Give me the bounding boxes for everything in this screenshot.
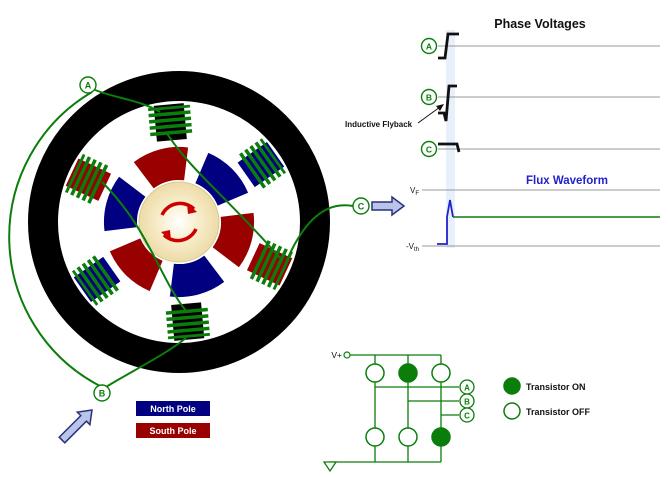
trace-b-label: B bbox=[420, 88, 438, 106]
motor-terminal-b: B bbox=[93, 384, 111, 402]
stator-coil bbox=[71, 255, 119, 306]
svg-text:C: C bbox=[464, 412, 470, 421]
circuit-output-a: A bbox=[459, 379, 475, 395]
flyback-callout-arrowhead bbox=[436, 104, 444, 111]
trace-a-label: A bbox=[420, 37, 438, 55]
waveform-phase-b bbox=[438, 84, 457, 122]
svg-text:B: B bbox=[426, 93, 432, 103]
svg-text:B: B bbox=[464, 398, 470, 407]
rotor-magnet-north bbox=[195, 152, 249, 206]
flux-waveform-panel: Flux Waveform VF -Vth bbox=[406, 175, 660, 253]
rotor-magnet-south bbox=[212, 212, 255, 268]
flyback-callout-line bbox=[417, 106, 441, 124]
transistor-bottom-2-off bbox=[398, 427, 418, 447]
transistor-on-label: Transistor ON bbox=[526, 382, 586, 392]
south-pole-swatch bbox=[136, 423, 210, 438]
motor-terminal-a-label: A bbox=[85, 81, 92, 91]
rotor-magnet-north bbox=[103, 176, 146, 232]
rotor-core bbox=[138, 181, 220, 263]
svg-text:A: A bbox=[464, 384, 470, 393]
commutation-band bbox=[446, 30, 455, 248]
transistor-top-3-off bbox=[431, 363, 451, 383]
stator-tooth bbox=[153, 103, 187, 142]
south-pole-label: South Pole bbox=[150, 426, 197, 436]
transistor-on-swatch bbox=[503, 377, 521, 395]
flux-waveform-title: Flux Waveform bbox=[526, 175, 608, 187]
transistor-top-1-off bbox=[365, 363, 385, 383]
rotor-magnet-south bbox=[133, 146, 189, 189]
circuit-output-b: B bbox=[459, 393, 475, 409]
waveform-phase-c bbox=[438, 142, 461, 153]
stator-tooth bbox=[171, 302, 205, 341]
stator-coil bbox=[147, 104, 193, 137]
rotor-magnet-north bbox=[169, 255, 225, 298]
pointer-arrow-b bbox=[58, 409, 93, 444]
circuit-output-c: C bbox=[459, 407, 475, 423]
transistor-off-label: Transistor OFF bbox=[526, 407, 591, 417]
phase-voltages-panel: Phase Voltages A B C Inductive Flyback bbox=[345, 17, 660, 248]
stator-ring bbox=[28, 71, 330, 373]
motor-terminal-b-label: B bbox=[99, 389, 106, 399]
rotation-arrows bbox=[160, 201, 198, 243]
phase-wire-c bbox=[285, 204, 354, 263]
stator-coil bbox=[239, 138, 287, 189]
transistor-bridge-circuit: V+ A B C bbox=[322, 350, 591, 473]
phase-wire-outer-arc bbox=[8, 91, 101, 387]
north-pole-label: North Pole bbox=[150, 404, 196, 414]
supply-label: V+ bbox=[331, 350, 342, 360]
transistor-off-swatch bbox=[503, 402, 521, 420]
waveform-phase-a bbox=[438, 32, 459, 60]
north-pole-swatch bbox=[136, 401, 210, 416]
phase-voltages-title: Phase Voltages bbox=[494, 17, 586, 31]
flux-upper-label: VF bbox=[410, 186, 419, 197]
stator-coil bbox=[165, 307, 211, 340]
phase-wire-a bbox=[94, 89, 161, 113]
transistor-bottom-3-on bbox=[431, 427, 451, 447]
motor-terminal-a: A bbox=[79, 76, 97, 94]
ground-symbol bbox=[322, 461, 338, 473]
rotor-magnet-south bbox=[109, 238, 163, 292]
supply-terminal bbox=[343, 351, 351, 359]
phase-wire-internal bbox=[165, 131, 281, 259]
motor-cross-section: A B C North Pole South Pole bbox=[8, 71, 406, 444]
phase-wire-b bbox=[105, 337, 187, 388]
svg-text:A: A bbox=[426, 42, 432, 52]
phase-wire-internal bbox=[101, 181, 188, 313]
pointer-arrow-c bbox=[371, 195, 406, 217]
stator-coil bbox=[64, 153, 109, 204]
transistor-top-2-on bbox=[398, 363, 418, 383]
flux-trace-blue bbox=[437, 199, 454, 245]
motor-terminal-c: C bbox=[352, 197, 370, 215]
stator-coil bbox=[249, 240, 294, 291]
flux-lower-label: -Vth bbox=[406, 242, 419, 253]
pole-legend: North Pole South Pole bbox=[136, 401, 210, 438]
transistor-legend: Transistor ON Transistor OFF bbox=[503, 377, 591, 420]
transistor-bottom-1-off bbox=[365, 427, 385, 447]
inductive-flyback-label: Inductive Flyback bbox=[345, 120, 413, 129]
svg-text:C: C bbox=[426, 145, 432, 155]
trace-c-label: C bbox=[420, 140, 438, 158]
motor-terminal-c-label: C bbox=[358, 202, 365, 212]
